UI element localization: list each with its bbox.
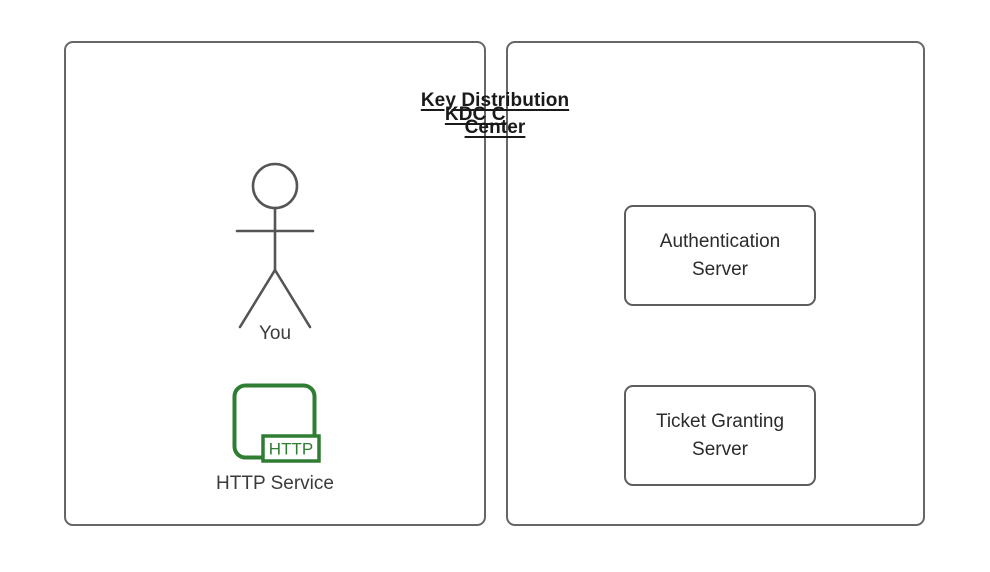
authentication-server-line-2: Server — [692, 258, 748, 280]
kdc-title-line-1: Key Distribution — [420, 90, 570, 111]
http-service-icon: HTTP — [206, 380, 344, 470]
authentication-server-line-1: Authentication — [659, 230, 781, 252]
key-distribution-center-title: Key Distribution Center — [0, 87, 990, 141]
authentication-server-box: Authentication Server — [624, 205, 816, 306]
ticket-granting-server-line-1: Ticket Granting — [655, 410, 785, 432]
http-service-label: HTTP Service — [216, 473, 334, 494]
http-badge-text: HTTP — [269, 440, 313, 459]
ticket-granting-server-line-2: Server — [692, 438, 748, 460]
kdc-title-line-2: Center — [464, 117, 526, 138]
authentication-server-label: Authentication Server — [644, 228, 796, 284]
ticket-granting-server-label: Ticket Granting Server — [640, 408, 800, 464]
stick-figure-label: You — [258, 323, 292, 344]
stick-figure-icon — [206, 155, 344, 345]
ticket-granting-server-box: Ticket Granting Server — [624, 385, 816, 486]
